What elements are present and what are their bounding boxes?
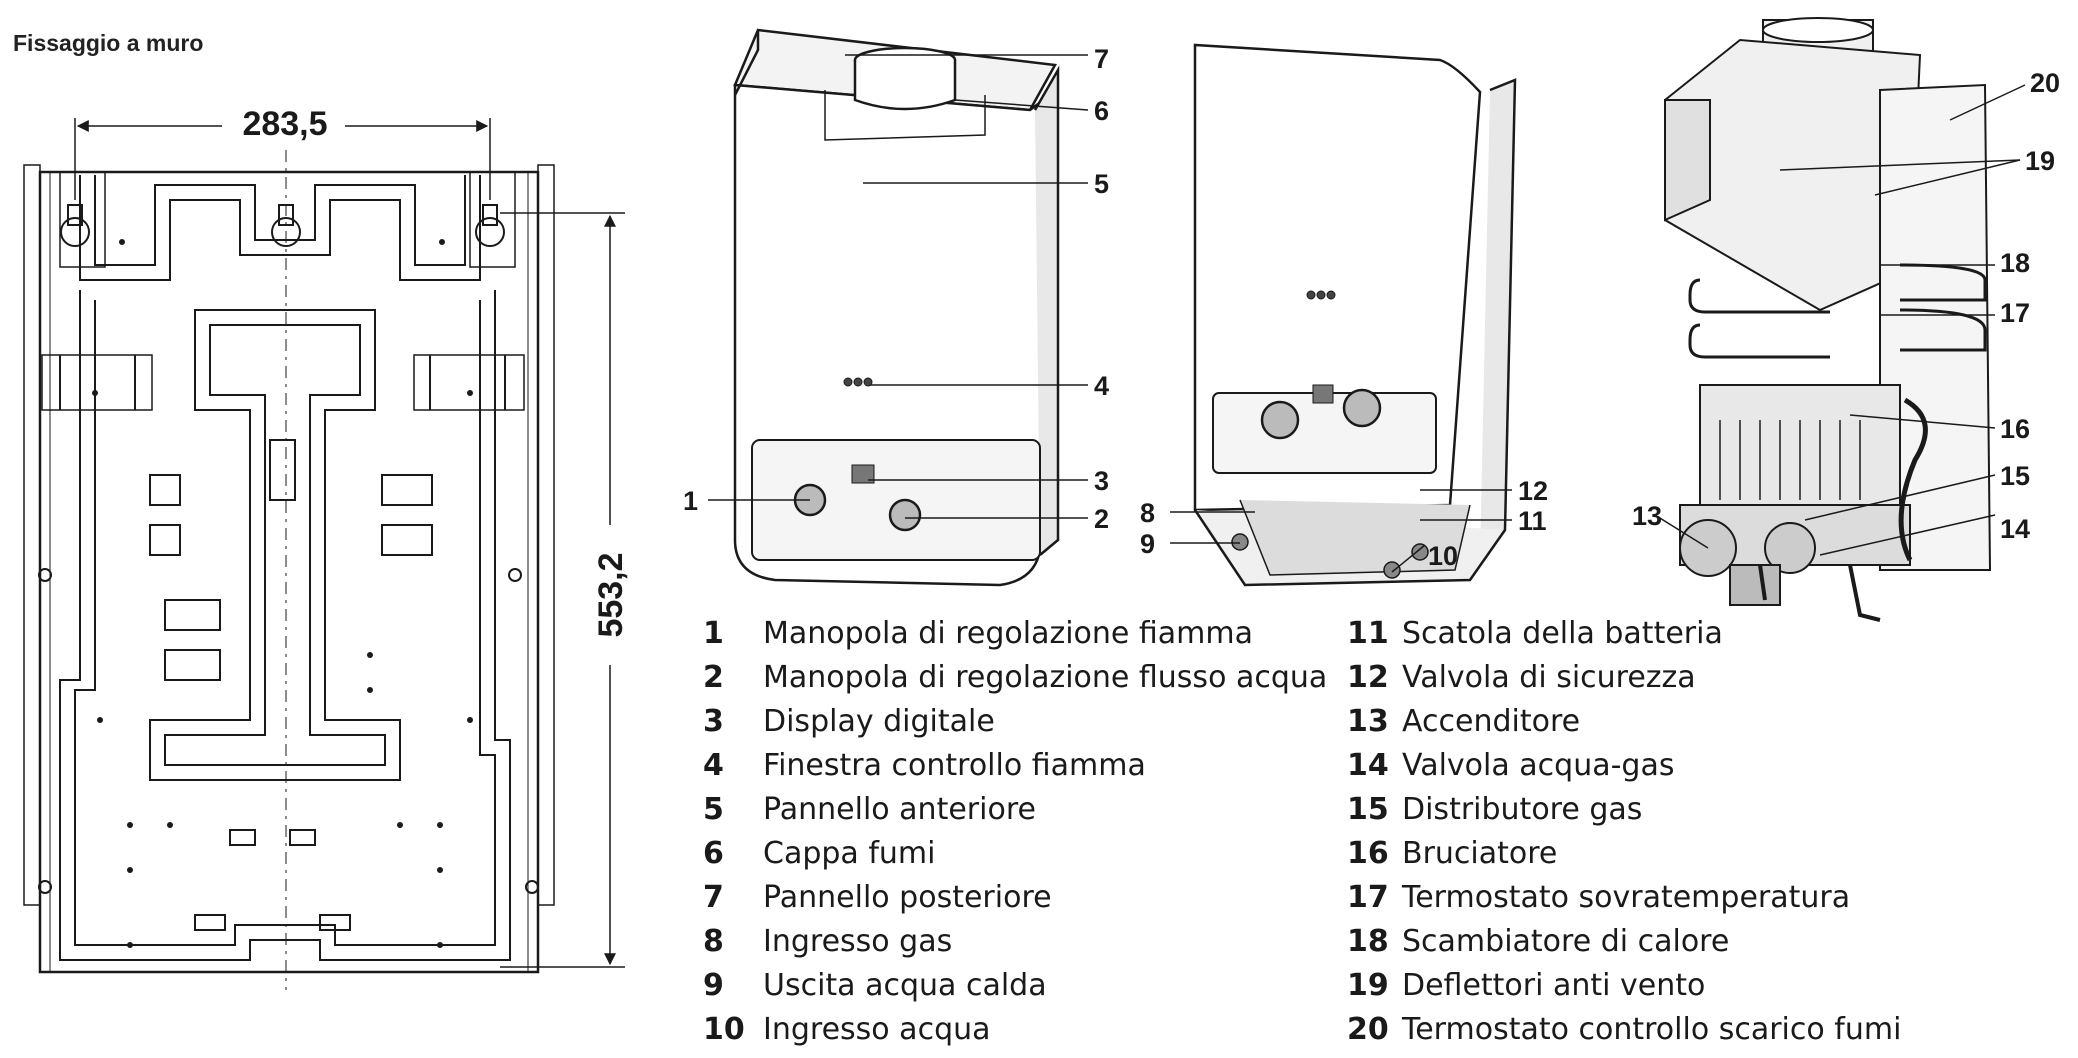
callout-8: 8 (1140, 498, 1155, 528)
callout-3: 3 (1094, 466, 1109, 496)
legend-label: Finestra controllo fiamma (763, 748, 1146, 783)
callout-5: 5 (1094, 169, 1109, 199)
wall-bracket-drawing (23, 150, 555, 990)
legend-number: 14 (1347, 748, 1389, 783)
legend-left: 1 Manopola di regolazione fiamma 2 Manopol… (703, 612, 1327, 1052)
legend-number: 19 (1347, 968, 1389, 1003)
heater-bottom-view (1193, 43, 1517, 587)
callout-6: 6 (1094, 96, 1109, 126)
legend-item: 20 Termostato controllo scarico fumi (1347, 1008, 1901, 1052)
legend-item: 3 Display digitale (703, 700, 1327, 744)
callout-9: 9 (1140, 529, 1155, 559)
callout-20: 20 (2030, 68, 2060, 98)
legend-item: 18 Scambiatore di calore (1347, 920, 1901, 964)
legend-number: 11 (1347, 616, 1389, 651)
legend-label: Termostato controllo scarico fumi (1402, 1012, 1902, 1047)
legend-item: 8 Ingresso gas (703, 920, 1327, 964)
legend-label: Pannello anteriore (763, 792, 1036, 827)
legend-label: Valvola di sicurezza (1402, 660, 1696, 695)
legend-label: Ingresso acqua (763, 1012, 991, 1047)
legend-number: 2 (703, 660, 724, 695)
callout-13: 13 (1632, 501, 1662, 531)
callout-4: 4 (1094, 371, 1109, 401)
legend-label: Ingresso gas (763, 924, 953, 959)
legend-label: Valvola acqua-gas (1402, 748, 1675, 783)
legend-item: 17 Termostato sovratemperatura (1347, 876, 1901, 920)
callout-1: 1 (683, 486, 698, 516)
width-dimension (74, 118, 491, 200)
callout-17: 17 (2000, 298, 2030, 328)
legend-label: Manopola di regolazione flusso acqua (763, 660, 1328, 695)
legend-label: Bruciatore (1402, 836, 1558, 871)
legend-label: Distributore gas (1402, 792, 1643, 827)
callout-2: 2 (1094, 504, 1109, 534)
callout-16: 16 (2000, 414, 2030, 444)
legend-item: 2 Manopola di regolazione flusso acqua (703, 656, 1327, 700)
height-dimension-label: 553,2 (592, 552, 630, 637)
legend-item: 5 Pannello anteriore (703, 788, 1327, 832)
legend-label: Pannello posteriore (763, 880, 1052, 915)
legend-number: 6 (703, 836, 724, 871)
legend-number: 18 (1347, 924, 1389, 959)
callout-15: 15 (2000, 461, 2030, 491)
legend-number: 15 (1347, 792, 1389, 827)
legend-number: 20 (1347, 1012, 1389, 1047)
callout-leaders (708, 54, 2026, 573)
legend-label: Manopola di regolazione fiamma (763, 616, 1254, 651)
legend-item: 14 Valvola acqua-gas (1347, 744, 1901, 788)
legend-label: Accenditore (1402, 704, 1581, 739)
legend-label: Deflettori anti vento (1402, 968, 1706, 1003)
callout-10: 10 (1428, 541, 1458, 571)
legend-label: Uscita acqua calda (763, 968, 1047, 1003)
legend-label: Cappa fumi (763, 836, 936, 871)
legend-item: 7 Pannello posteriore (703, 876, 1327, 920)
legend-number: 13 (1347, 704, 1389, 739)
callout-19: 19 (2025, 146, 2055, 176)
legend-right: 11 Scatola della batteria 12 Valvola di si… (1347, 612, 1901, 1052)
legend-item: 16 Bruciatore (1347, 832, 1901, 876)
legend-number: 12 (1347, 660, 1389, 695)
legend-number: 8 (703, 924, 724, 959)
legend-number: 3 (703, 704, 724, 739)
callout-14: 14 (2000, 514, 2030, 544)
legend-item: 9 Uscita acqua calda (703, 964, 1327, 1008)
legend-item: 11 Scatola della batteria (1347, 612, 1901, 656)
legend-label: Scatola della batteria (1402, 616, 1723, 651)
heater-front-view (733, 28, 1060, 587)
legend-item: 1 Manopola di regolazione fiamma (703, 612, 1327, 656)
legend-item: 6 Cappa fumi (703, 832, 1327, 876)
legend-item: 10 Ingresso acqua (703, 1008, 1327, 1052)
legend-number: 5 (703, 792, 724, 827)
section-title: Fissaggio a muro (13, 30, 204, 56)
legend-number: 17 (1347, 880, 1389, 915)
callout-11: 11 (1518, 506, 1547, 536)
legend-number: 16 (1347, 836, 1389, 871)
height-dimension (500, 212, 625, 968)
callout-18: 18 (2000, 248, 2030, 278)
legend-item: 13 Accenditore (1347, 700, 1901, 744)
legend-label: Termostato sovratemperatura (1402, 880, 1851, 915)
width-dimension-label: 283,5 (242, 105, 327, 143)
legend-item: 19 Deflettori anti vento (1347, 964, 1901, 1008)
legend-item: 12 Valvola di sicurezza (1347, 656, 1901, 700)
callout-7: 7 (1094, 44, 1109, 74)
callout-12: 12 (1518, 476, 1548, 506)
legend-number: 10 (703, 1012, 745, 1047)
legend-number: 7 (703, 880, 724, 915)
legend-label: Scambiatore di calore (1402, 924, 1730, 959)
legend-item: 4 Finestra controllo fiamma (703, 744, 1327, 788)
legend-number: 9 (703, 968, 724, 1003)
legend-label: Display digitale (763, 704, 995, 739)
heater-internal-view (1664, 17, 1992, 622)
legend-number: 4 (703, 748, 724, 783)
legend-item: 15 Distributore gas (1347, 788, 1901, 832)
legend-number: 1 (703, 616, 724, 651)
